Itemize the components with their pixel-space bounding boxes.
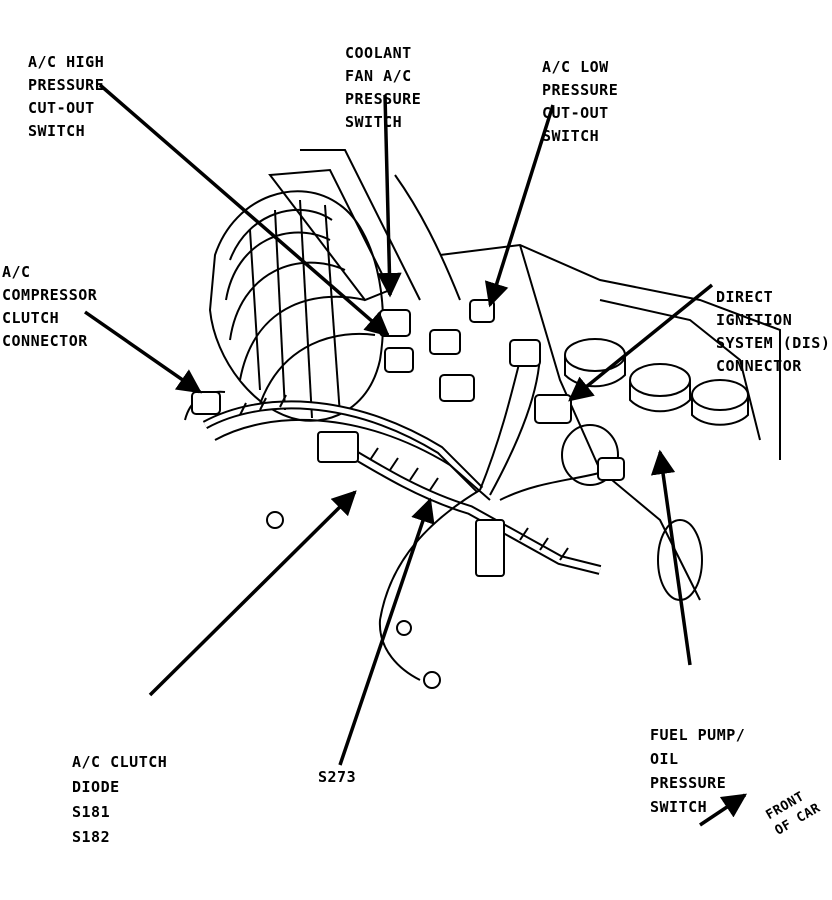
compressor-housing <box>208 190 385 422</box>
leader-lines <box>84 83 748 827</box>
engine-illustration <box>84 83 781 827</box>
front-of-car-arrow <box>699 793 748 827</box>
harness-tape <box>239 394 569 561</box>
connectors <box>191 299 625 689</box>
label-s273: S273 <box>318 768 357 786</box>
